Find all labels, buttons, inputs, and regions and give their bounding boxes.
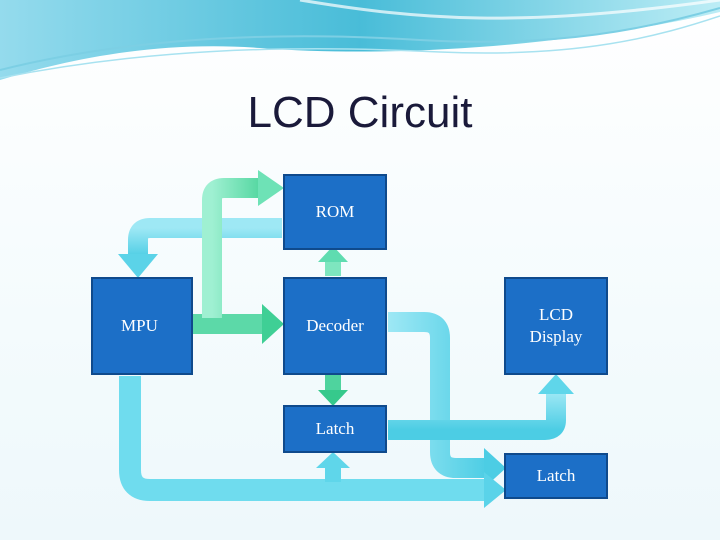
latch-bottom-label: Latch [536,465,576,485]
arrow-mpu-to-decoder [193,304,284,344]
latch-middle-label: Latch [315,418,355,438]
arrow-mpu-to-rom [202,170,284,318]
decoder-block: Decoder [283,277,387,375]
arrow-decoder-to-rom [318,246,348,276]
decoder-label: Decoder [306,315,364,335]
arrow-decoder-to-latch [318,374,348,406]
arrow-rom-to-mpu [118,218,282,278]
lcd-display-block: LCD Display [504,277,608,375]
arrow-bus-to-latch [316,452,350,482]
arrow-latch-to-lcd [388,374,574,440]
latch-middle-block: Latch [283,405,387,453]
arrow-decoder-to-latch-bottom [388,312,506,488]
rom-block: ROM [283,174,387,250]
slide-title: LCD Circuit [247,88,473,137]
arrow-mpu-to-latch-bottom [119,376,506,508]
lcd-display-label: LCD Display [529,304,583,346]
header-banner [0,0,720,80]
rom-label: ROM [315,201,355,221]
mpu-block: MPU [91,277,193,375]
mpu-label: MPU [121,315,158,335]
latch-bottom-block: Latch [504,453,608,499]
